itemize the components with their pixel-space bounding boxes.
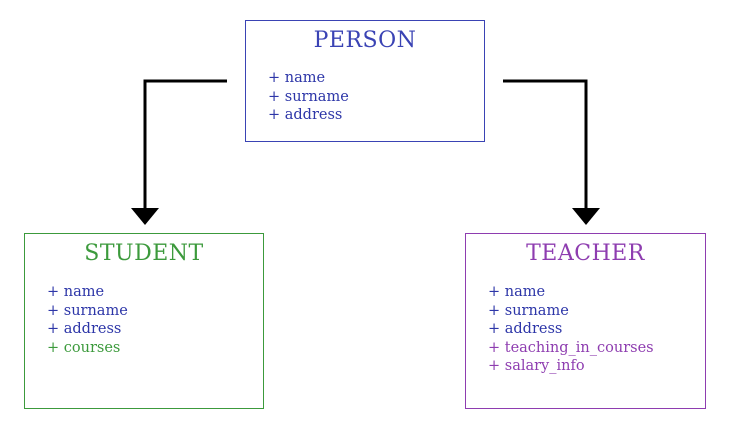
person-class-title: PERSON bbox=[313, 28, 417, 53]
person-attribute-list: + name + surname + address bbox=[268, 69, 349, 125]
student-attr-surname: + surname bbox=[47, 302, 128, 319]
teacher-attr-address: + address bbox=[488, 321, 563, 337]
person-attr-name: + name bbox=[268, 70, 326, 86]
arrow-line-person-to-teacher bbox=[503, 79, 588, 210]
person-class-box: PERSON + name + surname + address bbox=[245, 20, 485, 142]
arrow-line-person-to-student bbox=[143, 79, 227, 210]
student-class-title: STUDENT bbox=[84, 241, 204, 266]
student-class-box: STUDENT + name + surname + address + cou… bbox=[24, 233, 264, 409]
student-attr-name: + name bbox=[47, 284, 105, 300]
teacher-class-box: TEACHER + name + surname + address + tea… bbox=[465, 233, 706, 409]
teacher-attr-salary-info: + salary_info bbox=[488, 358, 585, 374]
arrowhead-student bbox=[131, 208, 159, 225]
teacher-class-title: TEACHER bbox=[526, 241, 645, 266]
student-attr-address: + address bbox=[47, 321, 122, 337]
teacher-attribute-list: + name + surname + address + teaching_in… bbox=[488, 283, 654, 376]
teacher-attr-surname: + surname bbox=[488, 302, 569, 319]
arrow-person-to-teacher bbox=[503, 79, 600, 225]
arrow-person-to-student bbox=[131, 79, 227, 225]
student-attribute-list: + name + surname + address + courses bbox=[47, 283, 128, 357]
student-attr-courses: + courses bbox=[47, 339, 121, 356]
person-attr-surname: + surname bbox=[268, 88, 349, 105]
teacher-attr-name: + name bbox=[488, 284, 546, 300]
person-attr-address: + address bbox=[268, 107, 343, 123]
teacher-attr-teaching-in-courses: + teaching_in_courses bbox=[488, 339, 654, 356]
arrowhead-teacher bbox=[572, 208, 600, 225]
